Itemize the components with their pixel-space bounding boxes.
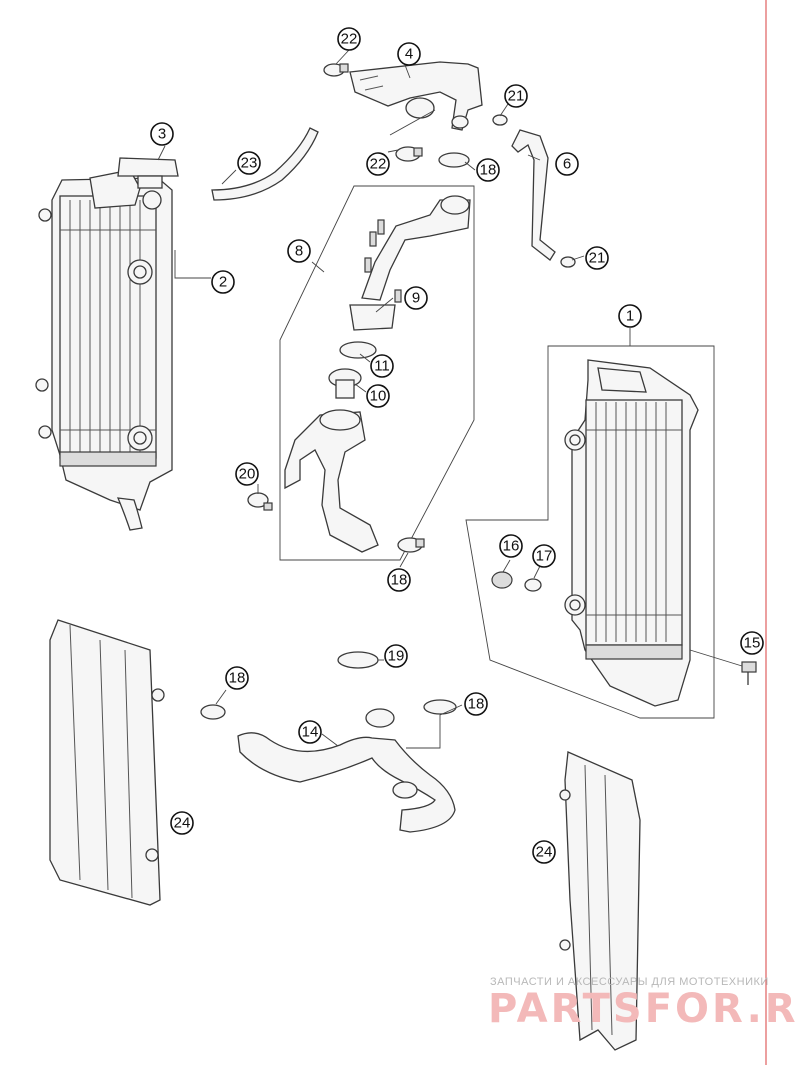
clamp-18-lower-left: [200, 704, 226, 720]
svg-text:9: 9: [412, 290, 420, 307]
clamp-19: [337, 651, 379, 669]
guard-left: [49, 619, 165, 906]
svg-text:10: 10: [370, 388, 387, 405]
callout-23: 23: [237, 151, 261, 175]
radiator-left: [35, 169, 173, 531]
lower-thermo-hose: [284, 409, 379, 553]
svg-text:24: 24: [536, 844, 553, 861]
clamp-22-top: [323, 63, 349, 77]
radiator-right-frame: [465, 345, 715, 719]
svg-text:22: 22: [370, 156, 387, 173]
svg-text:21: 21: [589, 250, 606, 267]
svg-text:14: 14: [302, 724, 319, 741]
clamp-18-lower-right: [423, 699, 457, 715]
svg-text:11: 11: [374, 358, 390, 375]
svg-text:24: 24: [174, 815, 191, 832]
svg-text:4: 4: [405, 46, 413, 63]
svg-text:18: 18: [391, 572, 408, 589]
svg-text:6: 6: [563, 156, 571, 173]
callout-1: 1: [618, 304, 642, 328]
clamp-18-top: [438, 152, 470, 168]
callout-18-top: 18: [476, 158, 500, 182]
callout-24-left: 24: [170, 811, 194, 835]
callout-4: 4: [397, 42, 421, 66]
clamp-18-mid: [397, 537, 425, 553]
svg-text:15: 15: [744, 635, 761, 652]
svg-text:21: 21: [508, 88, 525, 105]
callout-22-top: 22: [337, 27, 361, 51]
callouts: 22 4 21 3 23 22 18 6 8 2 9 21 1 11 10 20…: [150, 27, 764, 864]
callout-14: 14: [298, 720, 322, 744]
o-ring-11: [339, 341, 377, 359]
svg-text:18: 18: [229, 670, 246, 687]
radiator-cap: [117, 157, 179, 210]
callout-10: 10: [366, 384, 390, 408]
svg-text:16: 16: [503, 538, 520, 555]
callout-17: 17: [532, 544, 556, 568]
callout-22-bottom: 22: [366, 152, 390, 176]
callout-21-top: 21: [504, 84, 528, 108]
svg-text:22: 22: [341, 31, 358, 48]
grommet-16: [491, 571, 513, 589]
callout-19: 19: [384, 644, 408, 668]
svg-text:1: 1: [626, 308, 634, 325]
clamp-20: [247, 492, 273, 511]
svg-text:3: 3: [158, 126, 166, 143]
lower-hose: [237, 708, 456, 833]
radiator-right: [564, 359, 699, 707]
screw-15: [741, 661, 757, 685]
callout-18-lower-left: 18: [225, 666, 249, 690]
guard-right: [559, 751, 641, 1051]
callout-24-right: 24: [532, 840, 556, 864]
callout-2: 2: [211, 270, 235, 294]
svg-text:20: 20: [239, 466, 256, 483]
callout-18-lower-right: 18: [464, 692, 488, 716]
svg-text:18: 18: [468, 696, 485, 713]
thermostat-housing: [349, 195, 471, 331]
callout-11: 11: [370, 354, 394, 378]
lead-15: [689, 649, 743, 667]
watermark: ЗАПЧАСТИ И АКСЕССУАРЫ ДЛЯ МОТОТЕХНИКИ PA…: [488, 976, 800, 1032]
thermostat-10: [328, 368, 362, 399]
callout-20: 20: [235, 462, 259, 486]
callout-3: 3: [150, 122, 174, 146]
svg-text:17: 17: [536, 548, 553, 565]
callout-8: 8: [287, 239, 311, 263]
hose-23: [211, 127, 319, 201]
callout-9: 9: [404, 286, 428, 310]
assembly-frame: [279, 185, 475, 561]
svg-text:19: 19: [388, 648, 405, 665]
callout-18-mid: 18: [387, 568, 411, 592]
hose-6: [492, 114, 576, 268]
svg-text:8: 8: [295, 243, 303, 260]
watermark-brand: PARTSFOR.RU: [488, 986, 800, 1032]
svg-text:18: 18: [480, 162, 497, 179]
callout-15: 15: [740, 631, 764, 655]
svg-text:2: 2: [219, 274, 227, 291]
watermark-subtitle: ЗАПЧАСТИ И АКСЕССУАРЫ ДЛЯ МОТОТЕХНИКИ: [490, 976, 769, 988]
leader-lines: [157, 49, 631, 749]
callout-6: 6: [555, 152, 579, 176]
upper-hose: [349, 61, 483, 131]
svg-text:23: 23: [241, 155, 258, 172]
callout-21-bottom: 21: [585, 246, 609, 270]
clamp-22-bottom: [395, 146, 423, 162]
washer-17: [524, 578, 542, 592]
callout-16: 16: [499, 534, 523, 558]
